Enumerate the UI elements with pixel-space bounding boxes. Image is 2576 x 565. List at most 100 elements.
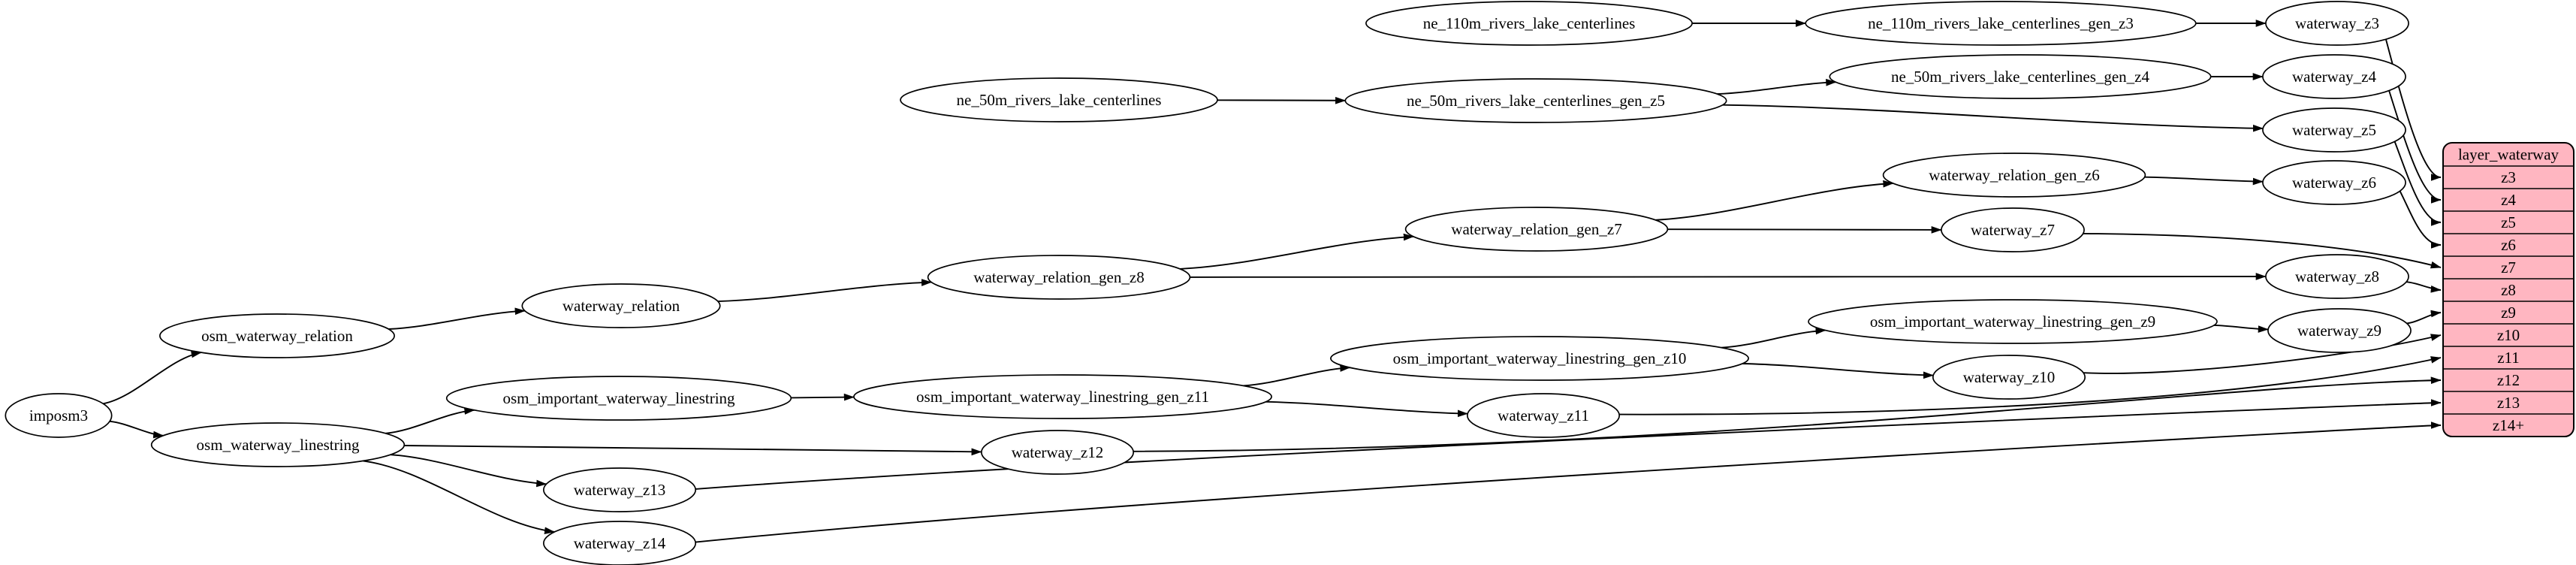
edge-waterway_z6-z6: [2399, 190, 2442, 249]
node-label: waterway_z14: [574, 534, 666, 552]
node-label: waterway_z9: [2297, 322, 2381, 340]
node-waterway_z6: waterway_z6: [2262, 160, 2406, 205]
node-label: osm_important_waterway_linestring: [502, 389, 735, 407]
node-label: waterway_z6: [2292, 174, 2376, 192]
edge-imposm3-osm_waterway_relation: [103, 350, 202, 405]
edge-imposm3-osm_waterway_linestring: [110, 420, 164, 439]
node-waterway_z7: waterway_z7: [1941, 207, 2085, 252]
edge-osm_waterway_linestring-waterway_z12: [404, 445, 982, 456]
node-waterway_relation_gen_z8: waterway_relation_gen_z8: [927, 255, 1191, 300]
node-label: osm_important_waterway_linestring_gen_z1…: [1393, 349, 1687, 367]
node-label: osm_important_waterway_linestring_gen_z9: [1870, 313, 2155, 331]
table-row-z11: z11: [2497, 349, 2520, 367]
edge-waterway_z8-z8: [2406, 281, 2442, 293]
node-waterway_z9: waterway_z9: [2267, 308, 2412, 353]
node-label: osm_important_waterway_linestring_gen_z1…: [916, 388, 1209, 406]
node-ellipse: [5, 393, 113, 438]
node-label: waterway_z4: [2292, 68, 2376, 86]
node-label: imposm3: [29, 406, 88, 425]
node-ellipse: [2265, 1, 2409, 46]
node-waterway_z11: waterway_z11: [1466, 393, 1621, 438]
node-ellipse: [1882, 153, 2146, 198]
node-imposm3: imposm3: [5, 393, 113, 438]
node-ellipse: [445, 376, 792, 421]
edge-osm_waterway_linestring-osm_important_waterway_linestring: [385, 407, 475, 434]
node-osm_important_waterway_linestring_gen_z11: osm_important_waterway_linestring_gen_z1…: [853, 374, 1272, 419]
node-osm_important_waterway_linestring_gen_z10: osm_important_waterway_linestring_gen_z1…: [1330, 336, 1749, 381]
node-label: waterway_z12: [1012, 443, 1103, 461]
node-label: waterway_z13: [574, 481, 665, 499]
edge-waterway_z10-z10: [2083, 334, 2442, 374]
node-ellipse: [2262, 54, 2406, 99]
table-title: layer_waterway: [2458, 146, 2559, 164]
edge-waterway_z9-z9: [2406, 310, 2442, 325]
table-row-z13: z13: [2497, 394, 2520, 412]
edge-waterway_relation-waterway_relation_gen_z8: [717, 279, 932, 303]
node-waterway_relation_gen_z7: waterway_relation_gen_z7: [1404, 207, 1669, 252]
node-waterway_z4: waterway_z4: [2262, 54, 2406, 99]
edge-waterway_z14-z14+: [695, 421, 2442, 543]
node-ellipse: [853, 374, 1272, 419]
node-label: waterway_z8: [2295, 267, 2379, 286]
node-ne_50m_rivers_lake_centerlines: ne_50m_rivers_lake_centerlines: [900, 77, 1218, 122]
edge-waterway_z5-z5: [2394, 141, 2442, 226]
node-ellipse: [2265, 254, 2409, 299]
edge-waterway_z7-z7: [2083, 232, 2442, 269]
node-ellipse: [1344, 78, 1727, 123]
table-row-z12: z12: [2497, 371, 2520, 389]
node-waterway_z14: waterway_z14: [542, 521, 697, 565]
node-waterway_z10: waterway_z10: [1932, 355, 2086, 400]
edge-waterway_z4-z4: [2388, 90, 2442, 204]
table-row-z10: z10: [2497, 326, 2520, 344]
node-ellipse: [542, 467, 697, 512]
node-ellipse: [1330, 336, 1749, 381]
edge-osm_waterway_linestring-waterway_z14: [363, 460, 556, 535]
node-label: waterway_relation_gen_z6: [1929, 166, 2099, 184]
node-osm_waterway_linestring: osm_waterway_linestring: [150, 422, 406, 467]
node-waterway_relation: waterway_relation: [521, 283, 721, 328]
node-osm_important_waterway_linestring_gen_z9: osm_important_waterway_linestring_gen_z9: [1808, 299, 2218, 344]
node-ellipse: [927, 255, 1191, 300]
node-waterway_z3: waterway_z3: [2265, 1, 2409, 46]
node-label: waterway_z10: [1963, 368, 2055, 386]
node-ellipse: [159, 313, 395, 358]
edge-waterway_z12-z12: [1133, 376, 2442, 452]
node-label: waterway_relation_gen_z8: [973, 268, 1144, 286]
node-waterway_relation_gen_z6: waterway_relation_gen_z6: [1882, 153, 2146, 198]
node-label: waterway_relation: [563, 297, 680, 315]
node-ellipse: [1829, 54, 2212, 99]
table-outline: [2442, 142, 2574, 437]
node-osm_important_waterway_linestring: osm_important_waterway_linestring: [445, 376, 792, 421]
node-label: ne_110m_rivers_lake_centerlines_gen_z3: [1868, 14, 2134, 32]
node-ellipse: [980, 430, 1135, 475]
table-row-z9: z9: [2501, 304, 2516, 322]
edge-osm_important_waterway_linestring_gen_z10-osm_important_waterway_linestring_gen_z9: [1721, 327, 1826, 349]
edge-waterway_relation_gen_z7-waterway_z7: [1667, 226, 1942, 234]
node-label: ne_110m_rivers_lake_centerlines: [1423, 14, 1636, 32]
edge-osm_important_waterway_linestring_gen_z11-waterway_z11: [1265, 400, 1468, 418]
edge-waterway_relation_gen_z7-waterway_relation_gen_z6: [1655, 180, 1894, 221]
node-ellipse: [1932, 355, 2086, 400]
node-waterway_z13: waterway_z13: [542, 467, 697, 512]
node-ellipse: [1941, 207, 2085, 252]
node-ellipse: [150, 422, 406, 467]
node-ellipse: [1805, 1, 2197, 46]
node-ellipse: [1404, 207, 1669, 252]
edge-osm_important_waterway_linestring-osm_important_waterway_linestring_gen_z11: [791, 393, 855, 401]
node-ne_50m_rivers_lake_centerlines_gen_z4: ne_50m_rivers_lake_centerlines_gen_z4: [1829, 54, 2212, 99]
edge-ne_50m_rivers_lake_centerlines-ne_50m_rivers_lake_centerlines_gen_z5: [1217, 96, 1347, 104]
node-osm_waterway_relation: osm_waterway_relation: [159, 313, 395, 358]
node-waterway_z8: waterway_z8: [2265, 254, 2409, 299]
edge-waterway_relation_gen_z8-waterway_relation_gen_z7: [1180, 233, 1414, 270]
edge-ne_50m_rivers_lake_centerlines_gen_z5-waterway_z5: [1722, 104, 2264, 132]
node-ellipse: [542, 521, 697, 565]
node-ellipse: [1808, 299, 2218, 344]
edge-osm_important_waterway_linestring_gen_z9-waterway_z9: [2213, 324, 2269, 333]
node-label: waterway_z11: [1498, 406, 1589, 425]
node-ellipse: [1466, 393, 1621, 438]
node-ellipse: [2267, 308, 2412, 353]
node-ellipse: [521, 283, 721, 328]
node-ellipse: [2262, 160, 2406, 205]
edge-waterway_relation_gen_z8-waterway_z8: [1190, 273, 2267, 280]
